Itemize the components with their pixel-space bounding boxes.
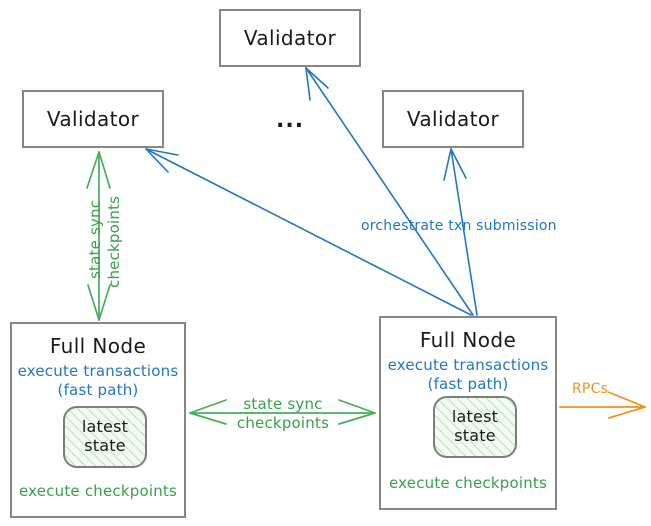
full-node-blue-line-2: (fast path): [427, 374, 509, 393]
full-node-blue-line-1: execute transactions: [387, 356, 549, 374]
arrowhead-validator-top-a: [305, 67, 329, 89]
latest-state-chip[interactable]: latest state: [433, 396, 517, 458]
arrowhead-right-b: [338, 412, 376, 425]
full-node-green-line: execute checkpoints: [388, 474, 548, 492]
arrowhead-down-b: [98, 284, 111, 321]
validator-box-right[interactable]: Validator: [382, 90, 524, 148]
full-node-box-right[interactable]: Full Node execute transactions (fast pat…: [379, 316, 557, 510]
arrowhead-validator-right-b: [443, 148, 452, 181]
full-node-title: Full Node: [49, 334, 147, 358]
arrowhead-rpcs-a: [607, 391, 646, 408]
arrowhead-left-b: [189, 412, 227, 425]
edge-label-rpcs: RPCs: [572, 381, 609, 397]
arrowhead-rpcs-b: [608, 406, 646, 419]
edge-label-checkpoints-vertical-2: checkpoints: [105, 195, 123, 288]
edge-label-state-sync-vertical-1: state sync: [86, 199, 104, 279]
arrowhead-validator-left-b: [145, 148, 169, 173]
arrowhead-right-a: [338, 399, 376, 414]
full-node-box-left[interactable]: Full Node execute transactions (fast pat…: [10, 322, 186, 518]
latest-state-line-1: latest: [81, 417, 129, 437]
arrowhead-left-a: [189, 399, 227, 414]
latest-state-chip[interactable]: latest state: [63, 406, 147, 468]
validator-label: Validator: [406, 107, 500, 131]
validator-label: Validator: [243, 26, 337, 50]
arrowhead-up-b: [98, 151, 111, 189]
full-node-blue-line-1: execute transactions: [17, 362, 179, 380]
full-node-title: Full Node: [419, 328, 517, 352]
edge-label-state-sync-mid-1: state sync: [243, 395, 323, 413]
latest-state-line-2: state: [454, 426, 496, 445]
validator-box-left[interactable]: Validator: [22, 90, 164, 148]
edge-label-orchestrate-txn-submission: orchestrate txn submission: [361, 218, 557, 234]
ellipsis-marker: ...: [276, 108, 305, 133]
latest-state-line-1: latest: [451, 407, 499, 427]
arrowhead-validator-top-b: [305, 67, 311, 101]
validator-label: Validator: [46, 107, 140, 131]
full-node-blue-line-2: (fast path): [57, 380, 139, 399]
validator-box-top[interactable]: Validator: [219, 9, 361, 67]
arrowhead-down-a: [87, 284, 100, 321]
edge-label-checkpoints-mid-2: checkpoints: [236, 414, 330, 432]
arrowhead-validator-left-a: [145, 148, 179, 156]
arrowhead-up-a: [86, 151, 100, 189]
latest-state-line-2: state: [84, 436, 126, 455]
full-node-green-line: execute checkpoints: [18, 482, 178, 500]
arrowhead-validator-right-a: [450, 148, 467, 179]
